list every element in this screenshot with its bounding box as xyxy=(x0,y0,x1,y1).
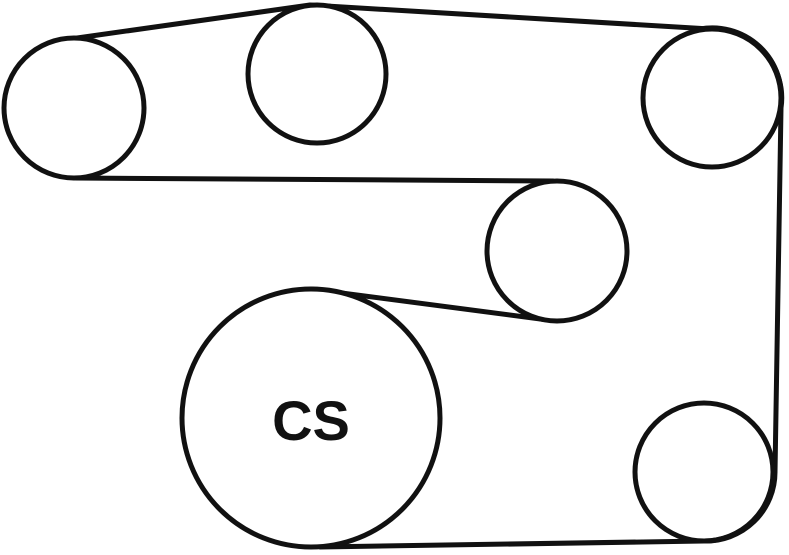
pulley-2 xyxy=(245,2,389,146)
belt-wrap-p3 xyxy=(697,25,784,107)
crankshaft-label: CS xyxy=(272,389,350,452)
pulley-1 xyxy=(1,35,147,181)
crankshaft-pulley xyxy=(179,286,443,550)
idler-pulley xyxy=(484,178,630,324)
belt-wrap-p6 xyxy=(701,477,776,544)
